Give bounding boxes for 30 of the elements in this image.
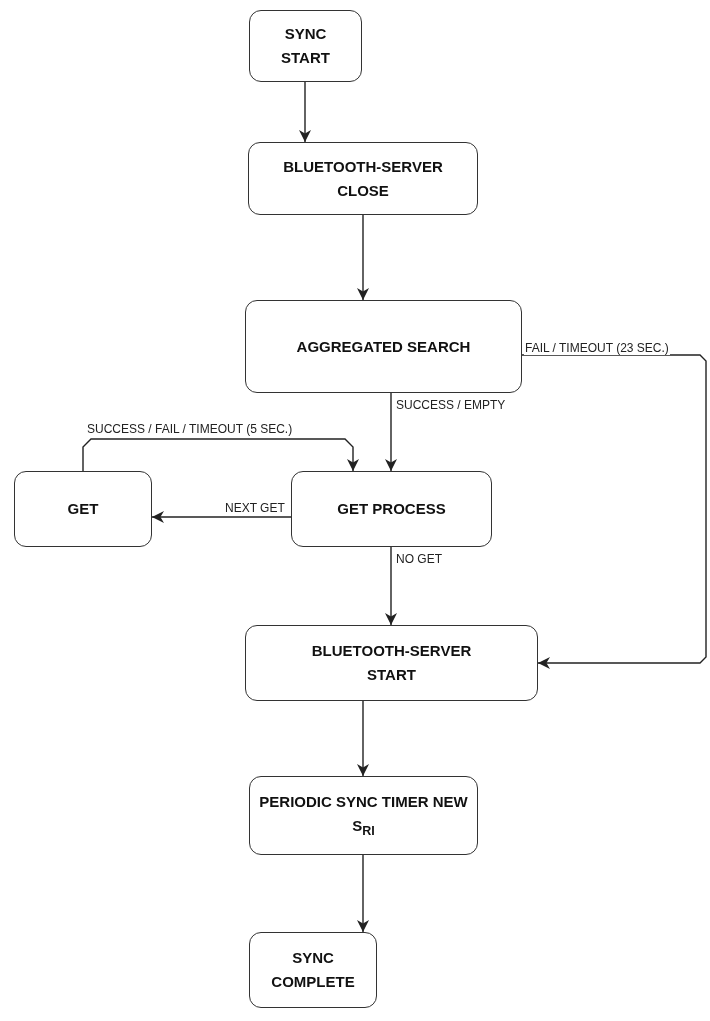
arrow: [82, 438, 359, 472]
node-label: SYNC COMPLETE: [270, 948, 356, 992]
edge-label: SUCCESS / FAIL / TIMEOUT (5 SEC.): [86, 422, 294, 436]
arrow: [357, 214, 369, 301]
edge-label: NEXT GET: [224, 501, 286, 515]
process-box: [14, 471, 152, 547]
node-label: AGGREGATED SEARCH: [296, 336, 471, 357]
node-label: GET PROCESS: [337, 499, 446, 519]
edge-label: SUCCESS / EMPTY: [395, 398, 507, 412]
process-box: [249, 932, 377, 1008]
process-box: [249, 776, 478, 855]
process-box: [249, 10, 362, 82]
arrow: [299, 81, 311, 143]
edge-label: FAIL / TIMEOUT (23 SEC.): [524, 341, 670, 355]
node-label: SYNC START: [280, 24, 331, 68]
node-label: PERIODIC SYNC TIMER NEW S$_{RI}$: [258, 792, 469, 840]
arrow: [357, 854, 369, 933]
edge-label: NO GET: [395, 552, 443, 566]
arrow: [385, 392, 397, 472]
process-box: [291, 471, 492, 547]
arrow: [357, 700, 369, 777]
process-box: [245, 300, 522, 393]
process-box: [248, 142, 478, 215]
process-box: [245, 625, 538, 701]
arrow: [385, 546, 397, 626]
node-label: BLUETOOTH-SERVER START: [310, 641, 473, 685]
arrow: [151, 511, 292, 523]
node-label: GET: [67, 499, 99, 519]
node-label: BLUETOOTH-SERVER CLOSE: [282, 156, 444, 201]
arrow: [521, 354, 707, 669]
